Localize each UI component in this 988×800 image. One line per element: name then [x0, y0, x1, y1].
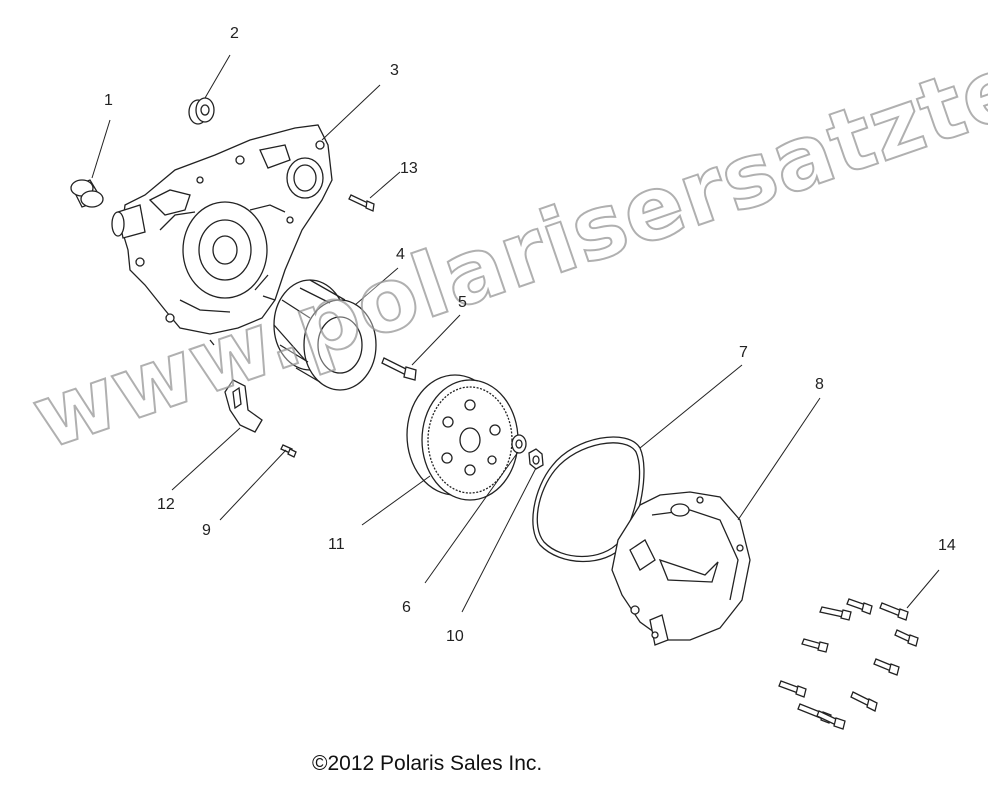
callout-3: 3	[390, 62, 399, 79]
stator-part	[273, 279, 377, 391]
bolt-part-13	[348, 194, 375, 212]
bolt-part-5	[381, 357, 417, 381]
callout-9: 9	[202, 522, 211, 539]
leader-lines	[91, 54, 940, 613]
bolt-set-part	[778, 598, 919, 730]
callout-12: 12	[157, 496, 175, 513]
washer-part	[511, 434, 527, 454]
callout-5: 5	[458, 294, 467, 311]
copyright-notice: ©2012 Polaris Sales Inc.	[312, 752, 543, 775]
callout-1: 1	[104, 92, 113, 109]
nut-part	[528, 448, 544, 470]
flywheel-part	[406, 374, 519, 501]
bolt-part-9	[280, 444, 297, 458]
callout-7: 7	[739, 344, 748, 361]
crankcase-cover-part	[111, 124, 333, 346]
bracket-part	[224, 379, 263, 433]
seal-ring-part	[70, 179, 104, 208]
callout-2: 2	[230, 25, 239, 42]
callout-8: 8	[815, 376, 824, 393]
callout-14: 14	[938, 537, 956, 554]
callout-10: 10	[446, 628, 464, 645]
bearing-part	[188, 97, 215, 125]
stator-cover-part	[611, 491, 751, 646]
callout-11: 11	[328, 536, 345, 553]
callout-6: 6	[402, 599, 411, 616]
callout-4: 4	[396, 246, 405, 263]
callout-13: 13	[400, 160, 418, 177]
